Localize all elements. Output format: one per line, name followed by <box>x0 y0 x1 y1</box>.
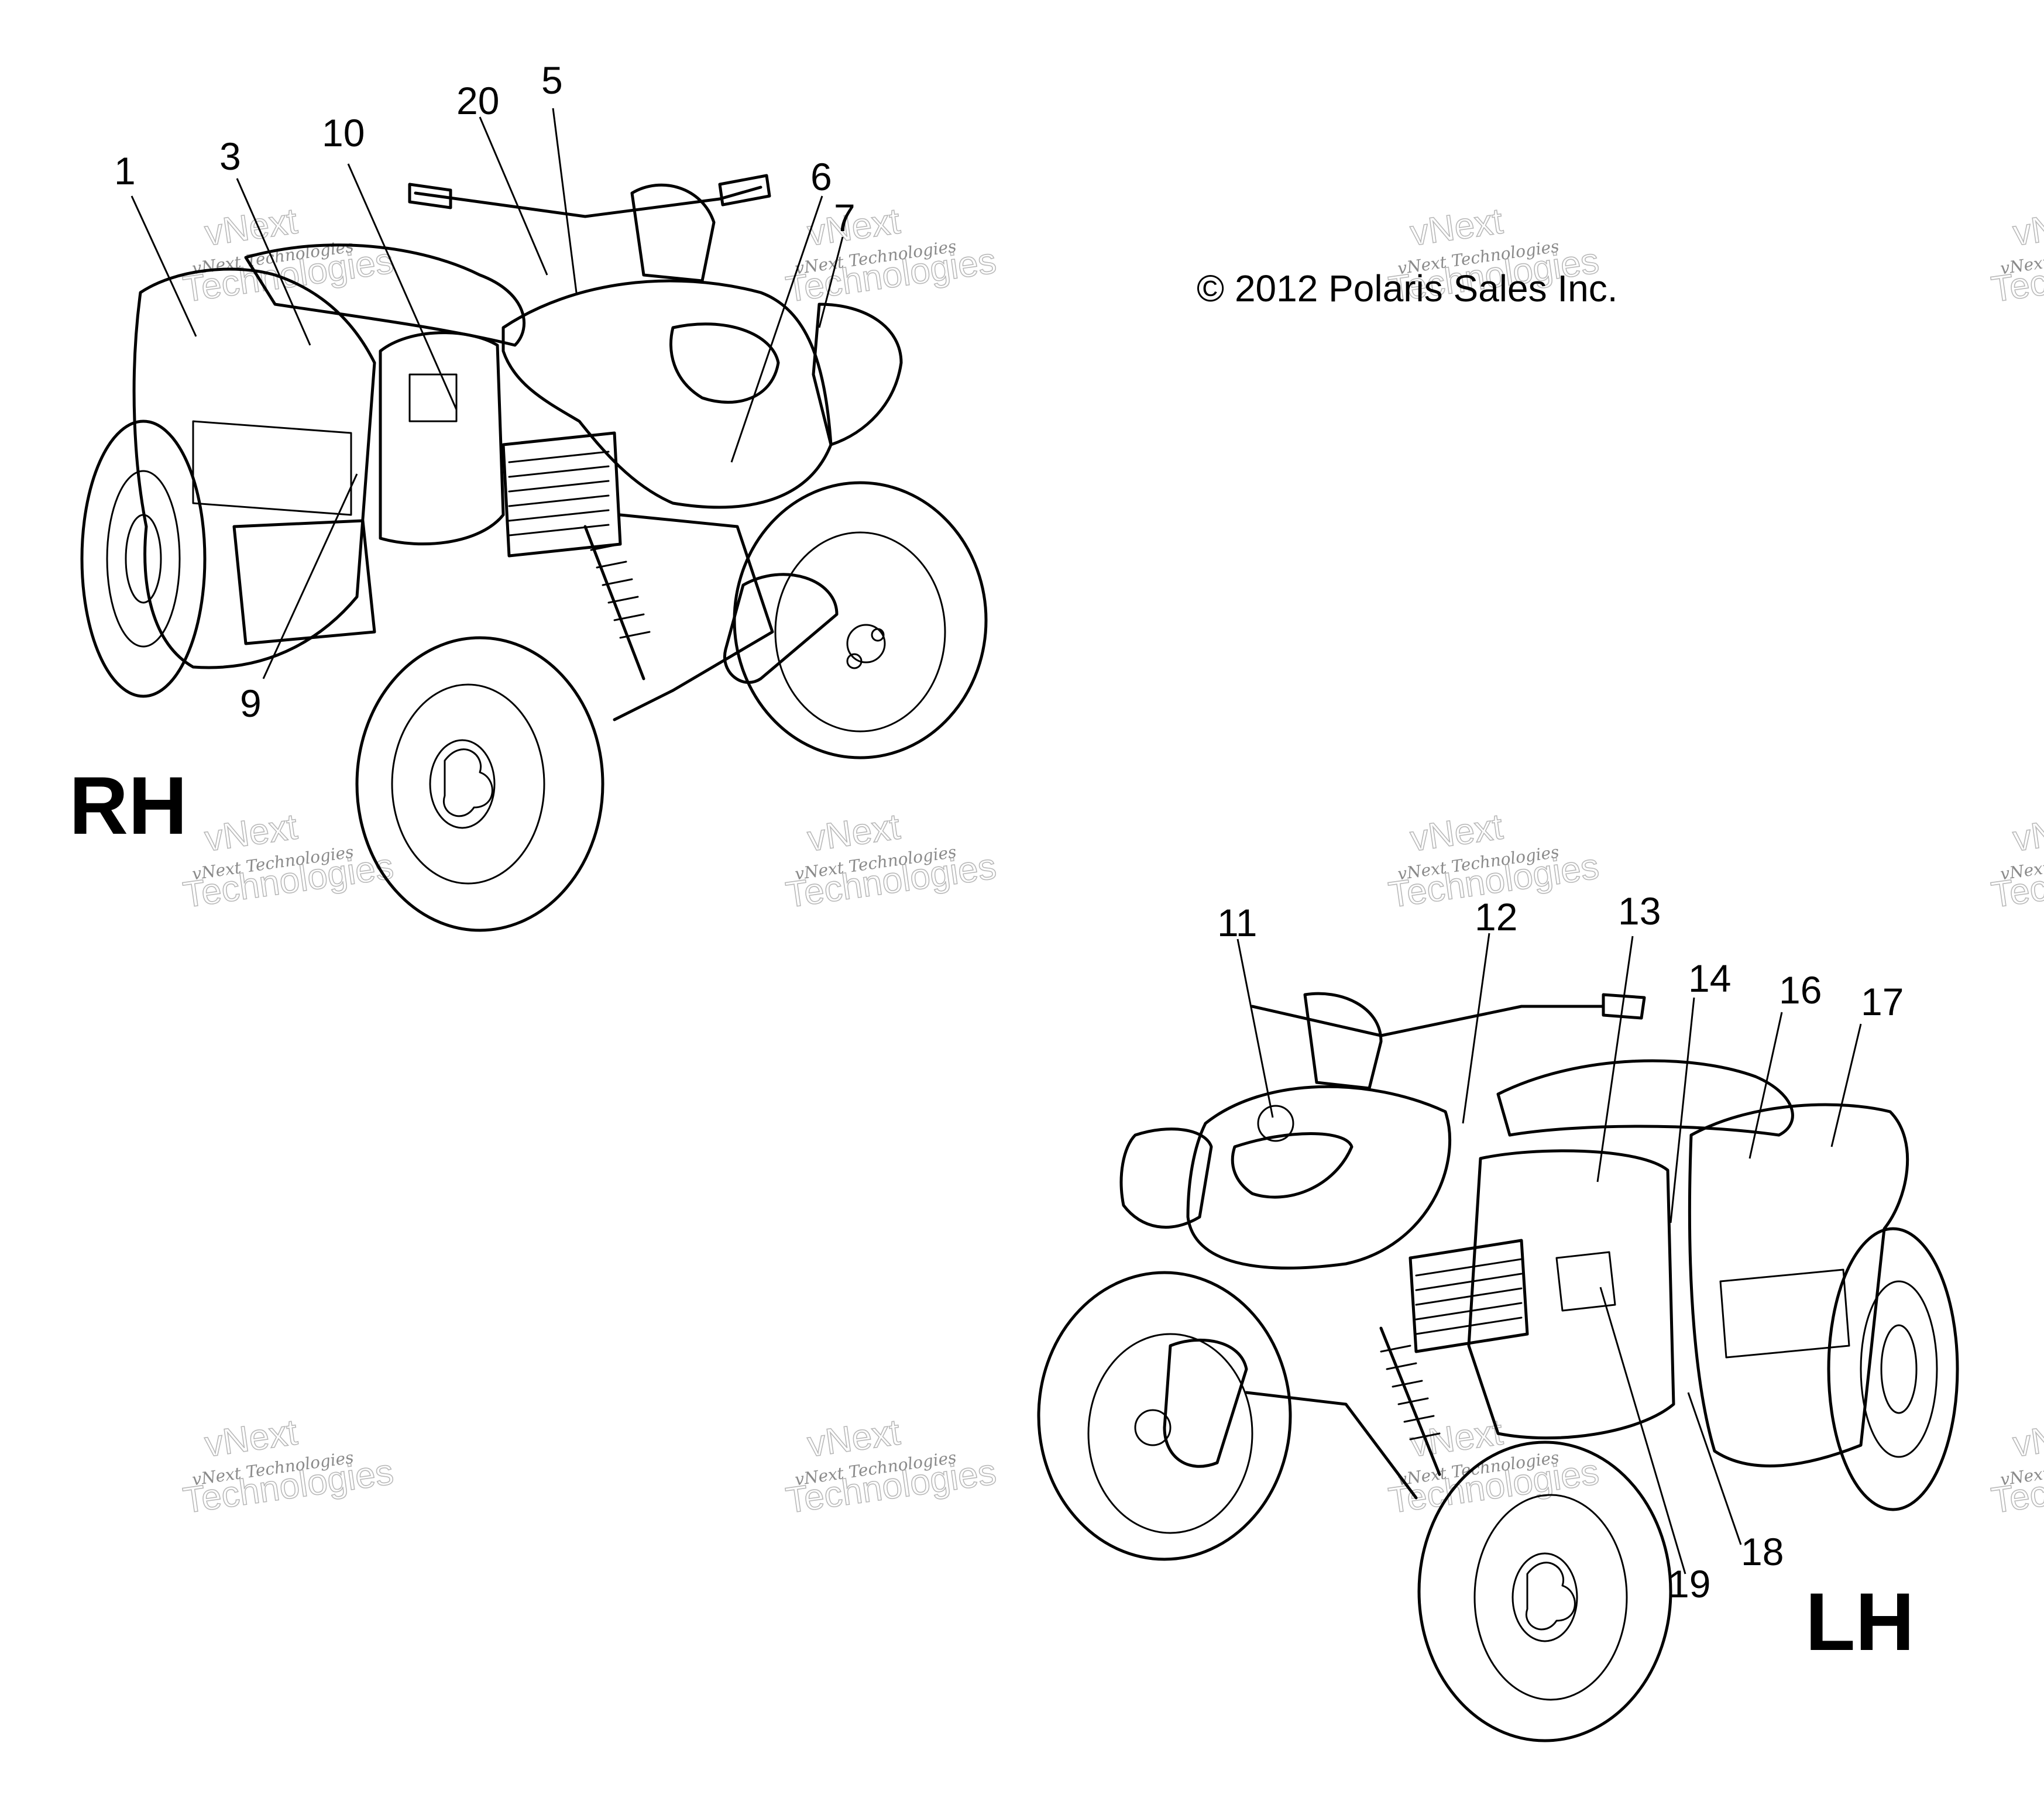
callout-rh-3: 20 <box>456 79 499 122</box>
front-wheel <box>355 636 604 932</box>
callout-lh-4: 16 <box>1779 968 1822 1012</box>
watermark-text-large: vNext <box>2011 201 2044 253</box>
callout-lh-3: 14 <box>1688 957 1731 1000</box>
callout-rh-0: 1 <box>114 149 136 192</box>
atv-right-hand-view <box>80 174 988 932</box>
callout-lh-5: 17 <box>1861 980 1904 1023</box>
callout-lh-2: 13 <box>1618 889 1661 933</box>
callout-lh-1: 12 <box>1475 895 1517 938</box>
callout-numbers: 1 3 10 20 5 6 7 9 11 12 13 14 16 17 18 1… <box>114 59 1904 1606</box>
copyright-notice: © 2012 Polaris Sales Inc. <box>1197 267 1618 310</box>
leader-lines <box>130 108 1862 1574</box>
view-label-rh: RH <box>69 759 187 851</box>
callout-lh-0: 11 <box>1217 901 1258 944</box>
callout-rh-4: 5 <box>541 59 563 102</box>
callout-rh-2: 10 <box>322 111 365 154</box>
callout-rh-6: 7 <box>834 196 856 239</box>
callout-lh-7: 19 <box>1668 1562 1710 1606</box>
callout-rh-1: 3 <box>219 135 241 178</box>
watermark-text-large: vNext <box>2011 806 2044 859</box>
callout-lh-6: 18 <box>1741 1530 1784 1573</box>
callout-rh-7: 9 <box>240 682 262 725</box>
watermark-text-large: vNext <box>2011 1412 2044 1464</box>
engine-block <box>501 431 622 558</box>
view-label-lh: LH <box>1805 1576 1915 1668</box>
callout-rh-5: 6 <box>810 155 832 198</box>
atv-left-hand-view <box>1037 992 1959 1742</box>
front-wheel <box>1417 1441 1672 1742</box>
